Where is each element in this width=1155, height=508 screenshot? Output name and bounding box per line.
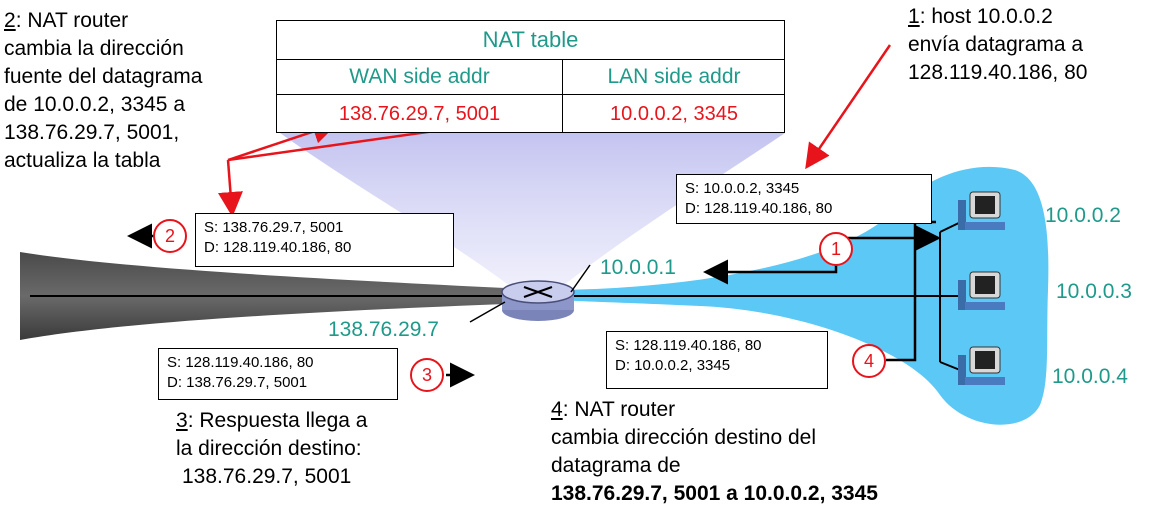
step3-text: : Respuesta llega a <box>187 409 368 432</box>
step2-line5: 138.76.29.7, 5001, <box>4 121 180 144</box>
packet1-dest: D: 128.119.40.186, 80 <box>685 200 833 217</box>
step4-line2: cambia dirección destino del <box>551 426 816 449</box>
step3-number: 3 <box>176 409 188 432</box>
packet4-dest: D: 10.0.0.2, 3345 <box>615 357 731 374</box>
step4-note: 4: NAT router cambia dirección destino d… <box>551 396 878 508</box>
packet-box-2: S: 138.76.29.7, 5001 D: 128.119.40.186, … <box>195 213 454 267</box>
step1-line2: envía datagrama a <box>908 33 1084 56</box>
step-circle-2: 2 <box>153 219 187 253</box>
packet2-dest: D: 128.119.40.186, 80 <box>204 239 352 256</box>
nat-table: NAT table WAN side addr LAN side addr 13… <box>276 20 785 133</box>
host2-address: 10.0.0.3 <box>1056 280 1132 303</box>
packet-box-1: S: 10.0.0.2, 3345 D: 128.119.40.186, 80 <box>676 174 932 224</box>
nat-router-icon <box>501 280 575 321</box>
nat-table-beam <box>280 133 785 292</box>
step1-text: : host 10.0.0.2 <box>919 5 1053 28</box>
packet-box-4: S: 128.119.40.186, 80 D: 10.0.0.2, 3345 <box>606 331 828 389</box>
step2-text: : NAT router <box>15 9 129 32</box>
step2-note: 2: NAT router cambia la dirección fuente… <box>4 7 202 175</box>
step3-line3: 138.76.29.7, 5001 <box>182 465 352 488</box>
step1-line3: 128.119.40.186, 80 <box>908 61 1088 84</box>
nat-table-title: NAT table <box>277 21 784 60</box>
host-computer-icon-2 <box>958 271 1005 310</box>
step4-number: 4 <box>551 398 563 421</box>
host3-address: 10.0.0.4 <box>1052 365 1128 388</box>
step1-number: 1 <box>908 5 920 28</box>
router-wan-address: 138.76.29.7 <box>328 318 439 341</box>
host1-address: 10.0.0.2 <box>1045 204 1121 227</box>
host-computer-icon-3 <box>958 346 1005 385</box>
step-circle-3: 3 <box>410 358 444 392</box>
nat-table-header-lan: LAN side addr <box>607 65 741 88</box>
step2-line3: fuente del datagrama <box>4 65 203 88</box>
nat-table-wan-value: 138.76.29.7, 5001 <box>338 103 501 125</box>
step3-line2: la dirección destino: <box>176 437 362 460</box>
step2-line2: cambia la dirección <box>4 37 184 60</box>
router-lan-address: 10.0.0.1 <box>600 256 676 279</box>
step-circle-1: 1 <box>819 232 853 266</box>
step2-line4: de 10.0.0.2, 3345 a <box>4 93 185 116</box>
nat-table-header-wan: WAN side addr <box>349 65 490 88</box>
step2-number: 2 <box>4 9 16 32</box>
host-computer-icon-1 <box>958 191 1005 230</box>
packet3-source: S: 128.119.40.186, 80 <box>167 354 314 371</box>
packet-box-3: S: 128.119.40.186, 80 D: 138.76.29.7, 50… <box>158 348 398 400</box>
nat-table-lan-value: 10.0.0.2, 3345 <box>610 103 738 125</box>
step4-line3: datagrama de <box>551 454 681 477</box>
packet2-source: S: 138.76.29.7, 5001 <box>204 219 344 236</box>
step-circle-4: 4 <box>852 344 886 378</box>
packet4-source: S: 128.119.40.186, 80 <box>615 337 762 354</box>
step3-note: 3: Respuesta llega a la dirección destin… <box>176 407 367 491</box>
step4-text: : NAT router <box>562 398 676 421</box>
packet3-dest: D: 138.76.29.7, 5001 <box>167 374 308 391</box>
packet1-source: S: 10.0.0.2, 3345 <box>685 180 800 197</box>
step2-line6: actualiza la tabla <box>4 149 161 172</box>
step1-note: 1: host 10.0.0.2 envía datagrama a 128.1… <box>908 3 1087 87</box>
step4-line4: 138.76.29.7, 5001 a 10.0.0.2, 3345 <box>551 482 878 505</box>
